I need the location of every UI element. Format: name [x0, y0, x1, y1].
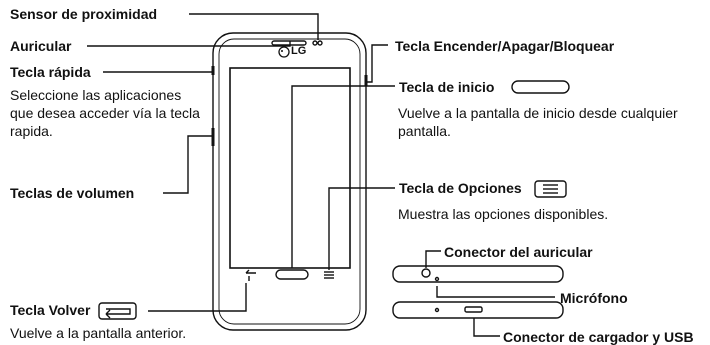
label-proximity-sensor: Sensor de proximidad: [10, 6, 158, 22]
phone-inner-bezel: [218, 38, 361, 325]
back-key-description: Vuelve a la pantalla anterior.: [10, 325, 187, 341]
options-key-description: Muestra las opciones disponibles.: [398, 206, 609, 222]
brand-logo-text: LG: [291, 45, 307, 57]
proximity-sensor-dot: [312, 40, 318, 46]
earpiece-slot: [271, 40, 307, 46]
label-quick-key: Tecla rápida: [10, 64, 91, 80]
label-options-key: Tecla de Opciones: [399, 180, 522, 196]
phone-bottom-edge: [392, 301, 564, 319]
label-earpiece: Auricular: [10, 38, 72, 54]
label-power-key: Tecla Encender/Apagar/Bloquear: [395, 38, 615, 54]
label-home-key: Tecla de inicio: [399, 79, 495, 95]
phone-top-edge: [392, 265, 564, 283]
label-headset-jack: Conector del auricular: [444, 244, 593, 260]
label-charger-usb: Conector de cargador y USB: [503, 329, 694, 345]
label-microphone: Micrófono: [560, 290, 628, 306]
lg-logo: [278, 46, 290, 58]
home-key-shape: [275, 269, 309, 280]
label-back-key: Tecla Volver: [10, 302, 91, 318]
quick-key-description: Seleccione las aplicaciones que desea ac…: [10, 87, 200, 139]
phone-body: [212, 32, 367, 331]
phone-screen: [229, 67, 351, 269]
label-volume-keys: Teclas de volumen: [10, 185, 135, 201]
home-key-description: Vuelve a la pantalla de inicio desde cua…: [398, 105, 678, 139]
